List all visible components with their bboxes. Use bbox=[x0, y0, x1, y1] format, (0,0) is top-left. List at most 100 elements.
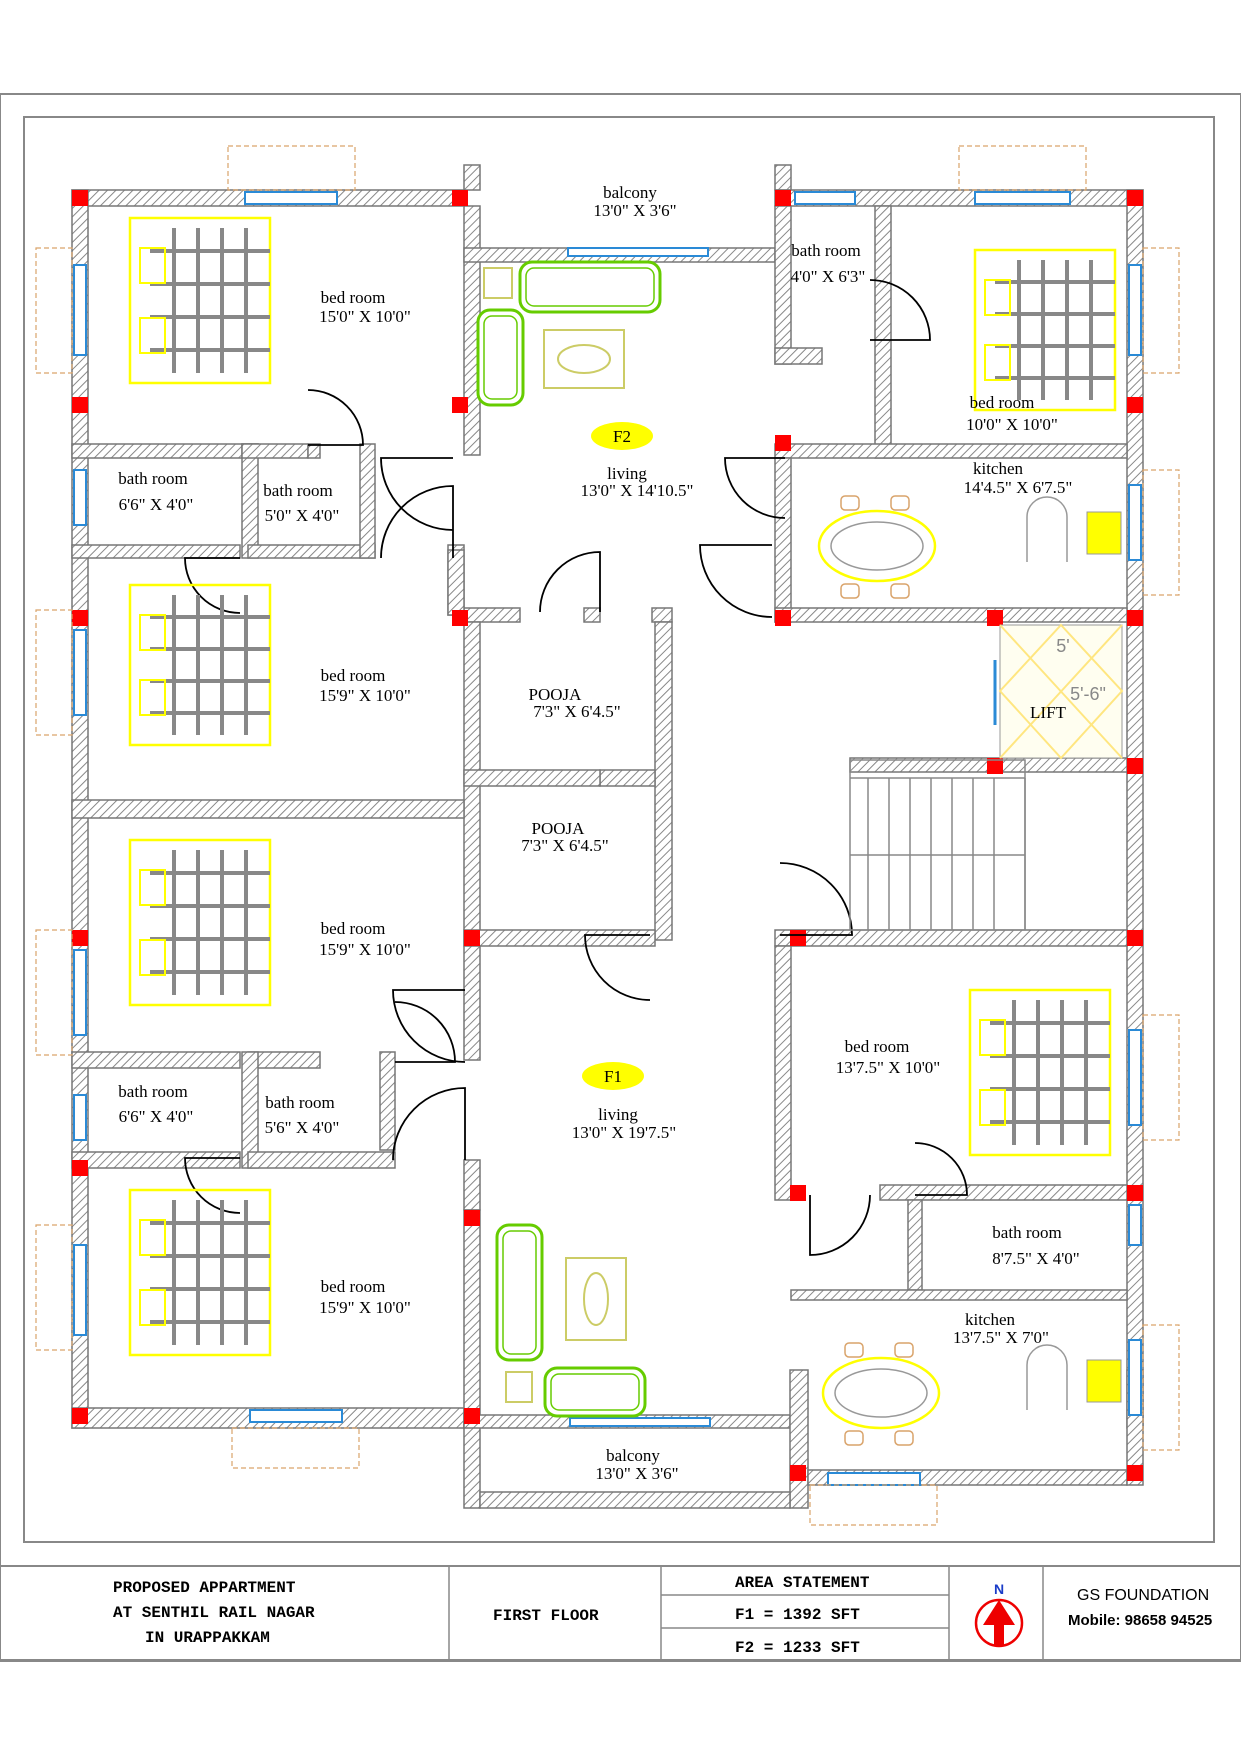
room-name: living bbox=[607, 464, 647, 483]
wall-segment bbox=[71, 1151, 241, 1169]
pillow bbox=[139, 247, 166, 284]
sofa-cushion bbox=[525, 267, 655, 307]
pillow bbox=[139, 869, 166, 906]
room-dim: 15'0" X 10'0" bbox=[319, 307, 411, 326]
window bbox=[73, 1244, 87, 1336]
stove bbox=[1086, 511, 1122, 555]
window-projection bbox=[809, 1484, 938, 1526]
door-swing bbox=[724, 457, 786, 519]
dining-chair bbox=[840, 495, 860, 511]
pillow bbox=[984, 279, 1011, 316]
room-name: POOJA bbox=[529, 685, 583, 704]
bed bbox=[128, 583, 272, 747]
flat-tag-f1 bbox=[582, 1062, 644, 1090]
room-name: bath room bbox=[263, 481, 332, 500]
window bbox=[1128, 264, 1142, 356]
wall-segment bbox=[463, 164, 481, 191]
dining-chair bbox=[894, 1342, 914, 1358]
window-projection bbox=[1142, 247, 1180, 374]
room-name: bed room bbox=[321, 1277, 386, 1296]
structural-column bbox=[72, 397, 88, 413]
lift-dim-width: 5' bbox=[1056, 636, 1069, 656]
room-dim: 8'7.5" X 4'0" bbox=[992, 1249, 1080, 1268]
wall-segment bbox=[71, 1051, 241, 1069]
wall-segment bbox=[874, 205, 892, 459]
floor-name: FIRST FLOOR bbox=[493, 1607, 599, 1625]
structural-column bbox=[464, 1210, 480, 1226]
window bbox=[73, 1094, 87, 1141]
room-dim: 6'6" X 4'0" bbox=[119, 495, 194, 514]
wall-segment bbox=[241, 1051, 259, 1169]
window bbox=[1128, 1204, 1142, 1246]
room-dim: 7'3" X 6'4.5" bbox=[521, 836, 609, 855]
room-name: bed room bbox=[321, 666, 386, 685]
door-swing bbox=[914, 1142, 968, 1196]
wall-segment bbox=[599, 769, 656, 787]
lift-dim-depth: 5'-6" bbox=[1070, 684, 1106, 704]
room-dim: 15'9" X 10'0" bbox=[319, 940, 411, 959]
center-table bbox=[565, 1257, 627, 1341]
structural-column bbox=[987, 758, 1003, 774]
structural-column bbox=[452, 397, 468, 413]
sofa bbox=[543, 1366, 647, 1418]
room-dim: 6'6" X 4'0" bbox=[119, 1107, 194, 1126]
room-dim: 13'0" X 14'10.5" bbox=[580, 481, 693, 500]
bed bbox=[128, 216, 272, 385]
window bbox=[974, 191, 1071, 205]
room-dim: 14'4.5" X 6'7.5" bbox=[964, 478, 1073, 497]
structural-column bbox=[775, 610, 791, 626]
window-projection bbox=[1142, 469, 1180, 596]
dining-chair bbox=[894, 1430, 914, 1446]
title-block: PROPOSED APPARTMENT AT SENTHIL RAIL NAGA… bbox=[0, 1565, 1241, 1661]
pillow bbox=[139, 1289, 166, 1326]
window bbox=[73, 469, 87, 526]
wall-segment bbox=[774, 457, 792, 623]
wall-segment bbox=[774, 929, 1128, 947]
windows bbox=[35, 145, 1180, 1526]
room-dim: 15'9" X 10'0" bbox=[319, 686, 411, 705]
wall-segment bbox=[359, 443, 376, 559]
door-swing bbox=[392, 1087, 466, 1161]
window-projection bbox=[231, 1427, 360, 1469]
window-projection bbox=[35, 609, 73, 736]
center-table-top bbox=[583, 1272, 609, 1326]
pillow bbox=[139, 679, 166, 716]
room-name: bath room bbox=[992, 1223, 1061, 1242]
window bbox=[73, 949, 87, 1036]
wall-segment bbox=[463, 929, 656, 947]
room-name: bath room bbox=[265, 1093, 334, 1112]
structural-column bbox=[452, 190, 468, 206]
drawing-frame bbox=[23, 116, 1215, 1543]
structural-column bbox=[464, 1408, 480, 1424]
center-table-top bbox=[557, 344, 611, 374]
wall-segment bbox=[379, 1051, 396, 1151]
dining-table-top bbox=[830, 521, 924, 571]
window bbox=[567, 247, 709, 257]
area-f2: F2 = 1233 SFT bbox=[735, 1639, 860, 1657]
structural-column bbox=[1127, 397, 1143, 413]
pillow bbox=[139, 317, 166, 354]
wall-segment bbox=[774, 164, 792, 191]
window bbox=[827, 1472, 921, 1486]
wall-segment bbox=[789, 1369, 809, 1509]
structural-column bbox=[1127, 758, 1143, 774]
window bbox=[794, 191, 856, 205]
structural-column bbox=[775, 435, 791, 451]
structural-column bbox=[72, 930, 88, 946]
structural-column bbox=[1127, 1185, 1143, 1201]
pillow bbox=[979, 1089, 1006, 1126]
structural-column bbox=[1127, 190, 1143, 206]
wall-segment bbox=[479, 1491, 791, 1509]
door-swing bbox=[380, 457, 454, 531]
room-dim: 4'0" X 6'3" bbox=[791, 267, 866, 286]
area-f1: F1 = 1392 SFT bbox=[735, 1606, 860, 1624]
structural-column bbox=[72, 1408, 88, 1424]
dining-table-top bbox=[834, 1368, 928, 1418]
window bbox=[1128, 484, 1142, 561]
pillow bbox=[139, 1219, 166, 1256]
room-dim: 13'0" X 19'7.5" bbox=[572, 1123, 677, 1142]
wall-segment bbox=[879, 1184, 1128, 1201]
structural-column bbox=[987, 610, 1003, 626]
sofa bbox=[518, 260, 662, 314]
room-name: kitchen bbox=[973, 459, 1024, 478]
